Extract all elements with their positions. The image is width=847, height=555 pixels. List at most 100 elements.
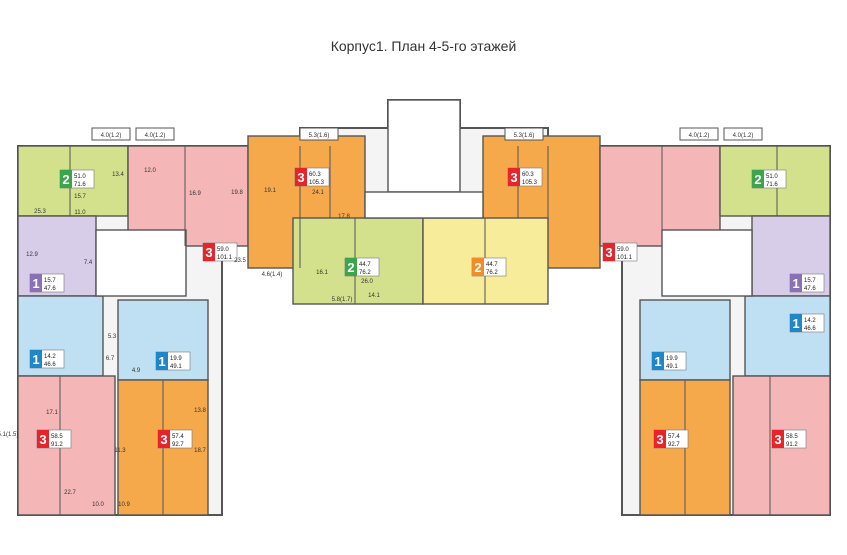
badge-rooms: 3 — [160, 432, 167, 447]
badge-rooms: 2 — [62, 172, 69, 187]
balcony — [679, 127, 719, 141]
apartment-badge: 3 59.0 101.1 — [202, 242, 238, 262]
apartment-area — [744, 295, 831, 377]
badge-living-area: 14.2 — [44, 354, 56, 360]
badge-total-area: 92.7 — [668, 442, 680, 448]
badge-total-area: 46.6 — [44, 362, 56, 368]
badge-rooms: 1 — [792, 276, 799, 291]
balcony-label: 4.0(1.2) — [733, 133, 754, 139]
badge-living-area: 19.9 — [170, 356, 182, 362]
badge-rooms: 2 — [474, 260, 481, 275]
badge-rooms: 1 — [654, 354, 661, 369]
room-area-label: 12.0 — [144, 168, 156, 174]
stair-core — [387, 99, 461, 193]
badge-rooms: 2 — [347, 260, 354, 275]
badge-rooms: 1 — [792, 316, 799, 331]
badge-living-area: 57.4 — [172, 434, 184, 440]
room-area-label: 15.7 — [74, 194, 86, 200]
room-area-label: 4.6(1.4) — [262, 272, 283, 278]
badge-living-area: 19.9 — [666, 356, 678, 362]
apartment-badge: 2 44.7 76.2 — [344, 257, 380, 277]
balcony — [91, 127, 131, 141]
badge-rooms-box — [652, 352, 664, 370]
badge-rooms-box — [37, 430, 49, 448]
badge-rooms-box — [603, 243, 615, 261]
balcony-label: 5.3(1.6) — [309, 133, 330, 139]
badge-total-area: 49.1 — [666, 364, 678, 370]
room-area-label: 14.1 — [368, 293, 380, 299]
badge-total-area: 76.2 — [486, 270, 498, 276]
badge-rooms-box — [654, 430, 666, 448]
badge-rooms-box — [508, 168, 520, 186]
badge-rooms: 1 — [32, 276, 39, 291]
badge-living-area: 59.0 — [217, 247, 229, 253]
balcony-label: 5.3(1.6) — [514, 133, 535, 139]
balcony — [504, 127, 544, 141]
room-area-label: 23.5 — [234, 258, 246, 264]
badge-total-area: 105.3 — [309, 180, 325, 186]
badge-total-area: 105.3 — [522, 180, 538, 186]
room-area-label: 10.9 — [118, 502, 130, 508]
room-area-label: 5.1(1.5) — [0, 432, 18, 438]
badge-rooms-box — [30, 350, 42, 368]
badge-total-area: 49.1 — [170, 364, 182, 370]
badge-rooms-box — [156, 352, 168, 370]
balcony-label: 4.0(1.2) — [145, 133, 166, 139]
room-area-label: 4.9 — [132, 368, 141, 374]
badge-total-area: 46.6 — [804, 326, 816, 332]
badge-rooms: 3 — [205, 245, 212, 260]
badge-living-area: 58.5 — [786, 434, 798, 440]
apartment-badge: 2 44.7 76.2 — [471, 257, 507, 277]
badge-living-area: 51.0 — [74, 174, 86, 180]
room-area-label: 17.1 — [46, 410, 58, 416]
room-area-label: 26.0 — [361, 279, 373, 285]
badge-rooms: 3 — [510, 170, 517, 185]
badge-rooms-box — [158, 430, 170, 448]
balcony — [135, 127, 175, 141]
apartment-badge: 1 14.2 46.6 — [789, 313, 825, 333]
badge-total-area: 71.6 — [74, 182, 86, 188]
room-area-label: 13.4 — [112, 172, 124, 178]
room-area-label: 6.7 — [106, 356, 115, 362]
badge-total-area: 101.1 — [217, 255, 233, 261]
room-area-label: 12.9 — [26, 252, 38, 258]
badge-rooms-box — [345, 258, 357, 276]
apartment-badge: 2 51.0 71.6 — [59, 169, 95, 189]
badge-rooms: 3 — [656, 432, 663, 447]
badge-total-area: 101.1 — [617, 255, 633, 261]
room-area-label: 10.0 — [92, 502, 104, 508]
badge-rooms-box — [772, 430, 784, 448]
badge-rooms-box — [295, 168, 307, 186]
badge-rooms-box — [752, 170, 764, 188]
badge-rooms-box — [472, 258, 484, 276]
badge-rooms: 3 — [605, 245, 612, 260]
room-labels: 4.0(1.2)4.0(1.2)5.3(1.6)5.3(1.6)4.0(1.2)… — [0, 133, 753, 508]
room-area-label: 11.0 — [74, 210, 86, 216]
badge-living-area: 44.7 — [359, 262, 371, 268]
apartment-badge: 1 19.9 49.1 — [651, 351, 687, 371]
badge-living-area: 44.7 — [486, 262, 498, 268]
badge-living-area: 51.0 — [766, 174, 778, 180]
room-area-label: 17.8 — [338, 214, 350, 220]
badge-total-area: 76.2 — [359, 270, 371, 276]
room-area-label: 24.1 — [312, 190, 324, 196]
page-title: Корпус1. План 4-5-го этажей — [330, 38, 517, 54]
stair-core — [661, 229, 753, 297]
badge-living-area: 14.2 — [804, 318, 816, 324]
stair-core — [95, 229, 187, 297]
room-area-label: 19.1 — [264, 188, 276, 194]
room-area-label: 5.3 — [108, 334, 117, 340]
badge-rooms: 2 — [754, 172, 761, 187]
room-area-label: 25.3 — [34, 209, 46, 215]
badge-total-area: 71.6 — [766, 182, 778, 188]
